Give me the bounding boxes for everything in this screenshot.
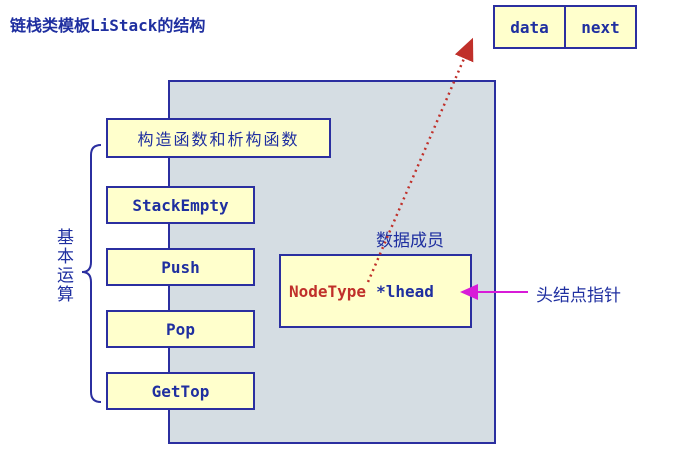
basic-ops-label: 基本运算 [53,228,73,304]
op-pop: Pop [106,310,255,348]
member-name: *lhead [376,281,434,301]
op-push: Push [106,248,255,286]
node-data-field: data [510,17,549,37]
lhead-pointer-arrow [366,37,474,283]
brace-icon [81,144,102,403]
member-type: NodeType [289,281,367,301]
constructor-destructor-box: 构造函数和析构函数 [106,118,331,158]
data-member-box: NodeType *lhead [279,254,472,328]
data-members-label: 数据成员 [376,231,444,251]
head-pointer-label: 头结点指针 [536,286,621,306]
diagram-title: 链栈类模板LiStack的结构 [10,16,206,35]
node-structure: data next [493,5,637,49]
op-gettop: GetTop [106,372,255,410]
node-next-field: next [564,7,635,47]
op-stackempty: StackEmpty [106,186,255,224]
